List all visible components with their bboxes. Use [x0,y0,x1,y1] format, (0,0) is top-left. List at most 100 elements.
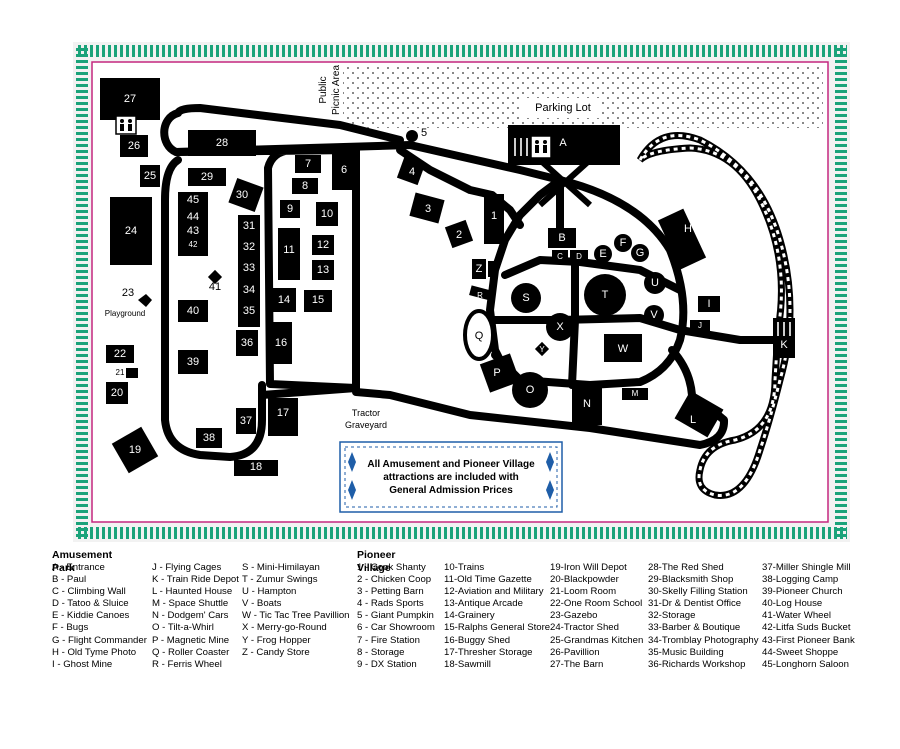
ride-h-label: H [684,223,692,235]
legend-entry: S - Mini-Himilayan [242,562,320,573]
legend-entry: 3 - Petting Barn [357,586,424,598]
parking-lot-clear [520,98,600,118]
building-42-label: 42 [189,240,198,249]
building-39-label: 39 [187,356,199,368]
building-31-label: 31 [243,220,255,232]
ride-f-label: F [620,237,627,249]
restroom-icon [530,135,552,159]
legend-entry: R - Ferris Wheel [152,658,222,670]
building-44-label: 44 [187,211,199,223]
legend-entry: 9 - DX Station [357,658,417,670]
ride-t-label: T [602,289,609,301]
legend-entry: X - Merry-go-Round [242,622,327,634]
legend-entry: 18-Sawmill [444,658,491,670]
ride-u-label: U [651,277,659,289]
legend-entry: 32-Storage [648,610,696,622]
building-3-label: 3 [425,203,431,215]
legend-entry: 13-Antique Arcade [444,598,523,610]
legend-entry: 28-The Red Shed [648,562,724,573]
legend-entry: L - Haunted House [152,586,233,598]
building-16-label: 16 [275,337,287,349]
building-2-label: 2 [456,229,462,241]
building-38-label: 38 [203,432,215,444]
legend-entry: T - Zumur Swings [242,574,318,586]
amusement-park-title: Amusement Park [52,549,113,574]
legend-entry: E - Kiddie Canoes [52,610,130,622]
ride-g-label: G [636,247,645,259]
legend-entry: 34-Tromblay Photography [648,634,759,646]
legend-entry: I - Ghost Mine [52,658,113,670]
ride-s-label: S [522,292,529,304]
legend-entry: N - Dodgem' Cars [152,610,229,622]
admission-notice [339,441,563,513]
legend-entry: 12-Aviation and Military [444,586,544,598]
legend-entry: 40-Log House [762,598,823,610]
ride-k-label: K [780,339,788,351]
legend-entry: F - Bugs [52,622,89,634]
legend-entry: 7 - Fire Station [357,634,420,646]
legend-entry: 24-Tractor Shed [550,622,619,634]
building-21-label: 21 [116,368,125,377]
building-5-label: 5 [421,127,427,139]
parking-lot-area [343,66,823,128]
building-36-label: 36 [241,337,253,349]
legend-entry: A - Entrance [52,562,105,573]
legend-entry: 27-The Barn [550,658,604,670]
building-26-label: 26 [128,140,140,152]
legend-entry: K - Train Ride Depot [152,574,239,586]
legend-entry: 29-Blacksmith Shop [648,574,734,586]
legend-entry: M - Space Shuttle [152,598,229,610]
legend-entry: Y - Frog Hopper [242,634,311,646]
legend-entry: 30-Skelly Filling Station [648,586,748,598]
park-map: 1234567891011121314151617181920212223242… [73,42,850,542]
building-29-label: 29 [201,171,213,183]
ride-n-label: N [583,398,591,410]
building-22-label: 22 [114,348,126,360]
ride-p-label: P [493,367,500,379]
ride-m-label: M [632,389,639,398]
ride-x-label: X [556,321,564,333]
building-24-label: 24 [125,225,137,237]
legend-entry: 25-Grandmas Kitchen [550,634,644,646]
building-34-label: 34 [243,284,255,296]
building-13-label: 13 [317,264,329,276]
legend-entry: 39-Pioneer Church [762,586,843,598]
building-12-label: 12 [317,239,329,251]
building-23-label: 23 [122,287,134,299]
building-18-label: 18 [250,461,262,473]
legend-entry: D - Tatoo & Sluice [52,598,129,610]
legend-entry: 33-Barber & Boutique [648,622,741,634]
ride-c-label: C [557,252,563,261]
ride-o-label: O [526,384,535,396]
legend-entry: 23-Gazebo [550,610,598,622]
legend-entry: 42-Litfa Suds Bucket [762,622,851,634]
restroom-icon [115,115,137,135]
legend-entry: H - Old Tyme Photo [52,646,137,658]
food-icon [514,138,528,156]
parking-lot-label: Parking Lot [535,102,591,114]
legend-entry: 1 - Cook Shanty [357,562,426,573]
legend-entry: 21-Loom Room [550,586,617,598]
legend-entry: G - Flight Commander [52,634,147,646]
building-11-label: 11 [283,244,294,256]
ride-q-label: Q [475,330,484,342]
building-30-label: 30 [236,189,248,201]
legend-entry: 37-Miller Shingle Mill [762,562,851,573]
building-25-label: 25 [144,170,156,182]
legend-entry: P - Magnetic Mine [152,634,230,646]
ride-y-label: Y [539,345,545,354]
legend-entry: 15-Ralphs General Store [444,622,551,634]
building-37-label: 37 [240,415,252,427]
ride-i-label: I [707,298,710,310]
legend-entry: 14-Grainery [444,610,495,622]
legend-entry: 17-Thresher Storage [444,646,533,658]
legend-entry: 6 - Car Showroom [357,622,435,634]
building-8-label: 8 [302,180,308,192]
legend-entry: 8 - Storage [357,646,405,658]
